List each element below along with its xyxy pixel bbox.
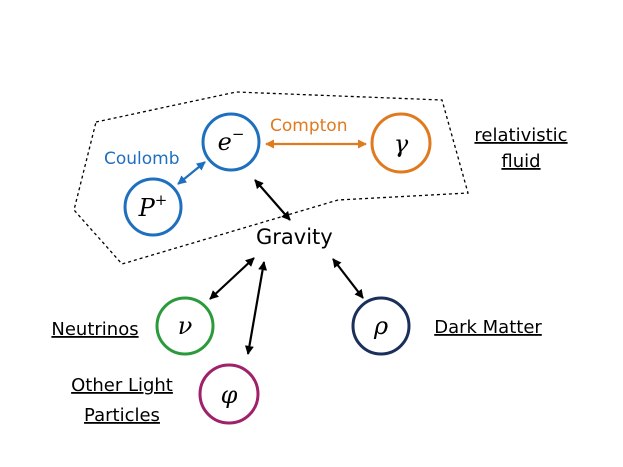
relativistic-fluid-label-line1: relativistic xyxy=(474,125,567,146)
coulomb-arrow xyxy=(177,161,206,185)
neutrino-node: ν xyxy=(155,296,215,356)
gravity-neutrino-arrow xyxy=(209,257,255,300)
gravity-dark-matter-arrow xyxy=(332,258,364,299)
dark-matter-symbol: ρ xyxy=(373,312,388,340)
other-light-particles-label-line2: Particles xyxy=(84,405,160,426)
gravity-label: Gravity xyxy=(256,225,333,249)
electron-circle xyxy=(201,112,261,172)
relativistic-fluid-label-line2: fluid xyxy=(501,151,540,172)
dark-matter-circle xyxy=(351,296,411,356)
coulomb-label: Coulomb xyxy=(104,149,180,169)
dark-matter-label: Dark Matter xyxy=(434,317,542,338)
electron-symbol-superscript: − xyxy=(232,125,245,143)
electron-symbol-base: e xyxy=(218,128,232,156)
neutrino-circle xyxy=(155,296,215,356)
photon-node: γ xyxy=(370,112,432,174)
other-light-particles-label-line1: Other Light xyxy=(71,375,173,396)
relativistic-fluid-boundary xyxy=(73,91,469,265)
photon-circle xyxy=(370,112,432,174)
dark-matter-node: ρ xyxy=(351,296,411,356)
proton-symbol: P+ xyxy=(138,191,168,222)
compton-label: Compton xyxy=(270,116,347,136)
electron-symbol: e− xyxy=(218,125,245,156)
light-particles-symbol: φ xyxy=(221,381,238,409)
proton-symbol-base: P xyxy=(138,194,156,222)
photon-symbol: γ xyxy=(394,130,409,158)
proton-symbol-superscript: + xyxy=(155,191,168,209)
gravity-electron-arrow xyxy=(254,179,291,221)
proton-circle xyxy=(123,177,183,237)
proton-node: P+ xyxy=(123,177,183,237)
light-particles-circle xyxy=(198,363,260,425)
gravity-light-particles-arrow xyxy=(244,261,268,355)
neutrinos-label: Neutrinos xyxy=(51,319,138,340)
light-particles-node: φ xyxy=(198,363,260,425)
electron-node: e− xyxy=(201,112,261,172)
neutrino-symbol: ν xyxy=(178,312,193,340)
